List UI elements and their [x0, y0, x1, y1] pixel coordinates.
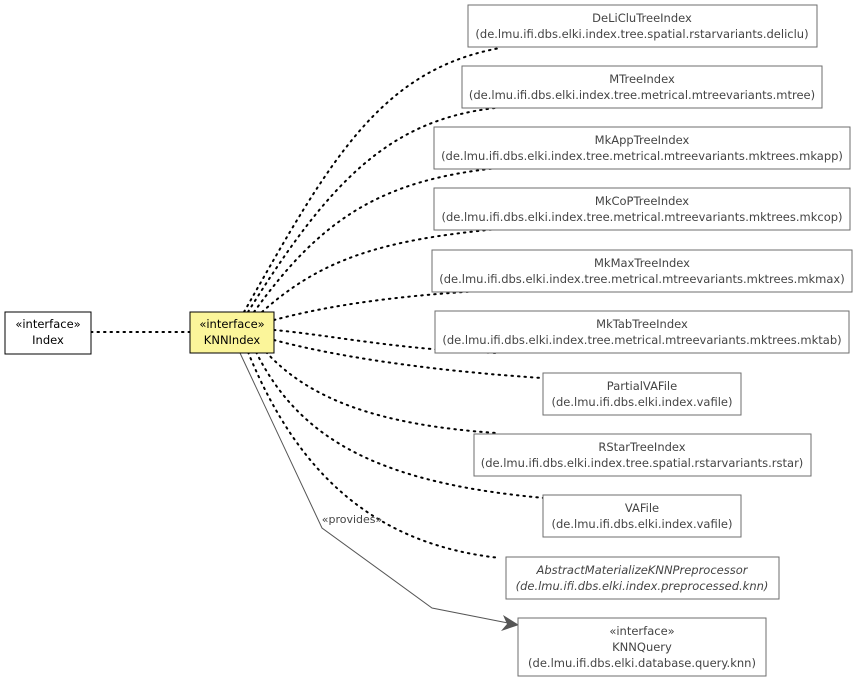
edge-deliclu-knnindex — [243, 47, 501, 313]
index-stereotype: «interface» — [15, 317, 80, 331]
knnindex-name: KNNIndex — [204, 333, 261, 347]
node-partialvafile[interactable]: PartialVAFile (de.lmu.ifi.dbs.elki.index… — [542, 372, 742, 416]
mkmax-package: (de.lmu.ifi.dbs.elki.index.tree.metrical… — [439, 272, 844, 286]
edge-mtree-knnindex — [247, 107, 496, 313]
edge-abstractknn-knnindex — [247, 351, 501, 559]
node-rstar[interactable]: RStarTreeIndex (de.lmu.ifi.dbs.elki.inde… — [473, 433, 812, 477]
node-mkmax[interactable]: MkMaxTreeIndex (de.lmu.ifi.dbs.elki.inde… — [431, 249, 853, 293]
provides-arrowhead — [501, 615, 519, 631]
node-knnquery[interactable]: «interface» KNNQuery (de.lmu.ifi.dbs.elk… — [517, 617, 767, 677]
provides-line — [239, 352, 509, 624]
vafile-package: (de.lmu.ifi.dbs.elki.index.vafile) — [552, 517, 733, 531]
node-mkcop[interactable]: MkCoPTreeIndex (de.lmu.ifi.dbs.elki.inde… — [433, 187, 851, 231]
mktab-name: MkTabTreeIndex — [596, 317, 688, 331]
mkcop-name: MkCoPTreeIndex — [595, 194, 689, 208]
edge-rstar-knnindex — [265, 351, 497, 434]
vafile-name: VAFile — [625, 501, 659, 515]
provides-label: «provides» — [322, 513, 383, 526]
node-mtree[interactable]: MTreeIndex (de.lmu.ifi.dbs.elki.index.tr… — [461, 65, 823, 109]
abstractknn-package: (de.lmu.ifi.dbs.elki.index.preprocessed.… — [516, 579, 769, 593]
deliclu-name: DeLiCluTreeIndex — [592, 11, 692, 25]
deliclu-package: (de.lmu.ifi.dbs.elki.index.tree.spatial.… — [475, 27, 808, 41]
mkapp-package: (de.lmu.ifi.dbs.elki.index.tree.metrical… — [441, 149, 843, 163]
node-vafile[interactable]: VAFile (de.lmu.ifi.dbs.elki.index.vafile… — [542, 494, 742, 538]
knnquery-stereotype: «interface» — [609, 624, 674, 638]
partialvafile-name: PartialVAFile — [607, 379, 677, 393]
node-knnindex[interactable]: «interface» KNNIndex — [189, 311, 275, 354]
mtree-name: MTreeIndex — [609, 72, 675, 86]
edge-vafile-knnindex — [255, 351, 557, 500]
mkcop-package: (de.lmu.ifi.dbs.elki.index.tree.metrical… — [441, 210, 842, 224]
rstar-name: RStarTreeIndex — [598, 440, 685, 454]
mkapp-name: MkAppTreeIndex — [595, 133, 690, 147]
rstar-package: (de.lmu.ifi.dbs.elki.index.tree.spatial.… — [481, 456, 804, 470]
node-deliclu[interactable]: DeLiCluTreeIndex (de.lmu.ifi.dbs.elki.in… — [467, 4, 818, 48]
abstractknn-name: AbstractMaterializeKNNPreprocessor — [536, 563, 749, 577]
edge-partialvafile-knnindex — [273, 339, 543, 379]
knnquery-name: KNNQuery — [612, 640, 672, 654]
node-mktab[interactable]: MkTabTreeIndex (de.lmu.ifi.dbs.elki.inde… — [434, 310, 850, 354]
edge-mkcop-knnindex — [261, 228, 499, 313]
node-abstractknn[interactable]: AbstractMaterializeKNNPreprocessor (de.l… — [505, 556, 780, 600]
knnindex-stereotype: «interface» — [199, 317, 264, 331]
partialvafile-package: (de.lmu.ifi.dbs.elki.index.vafile) — [552, 395, 733, 409]
mktab-package: (de.lmu.ifi.dbs.elki.index.tree.metrical… — [442, 333, 841, 347]
index-name: Index — [32, 333, 64, 347]
realization-edges — [90, 47, 557, 559]
mkmax-name: MkMaxTreeIndex — [594, 256, 690, 270]
node-index[interactable]: «interface» Index — [4, 311, 92, 355]
knnquery-package: (de.lmu.ifi.dbs.elki.database.query.knn) — [528, 656, 756, 670]
mtree-package: (de.lmu.ifi.dbs.elki.index.tree.metrical… — [469, 88, 815, 102]
node-mkapp[interactable]: MkAppTreeIndex (de.lmu.ifi.dbs.elki.inde… — [433, 126, 851, 170]
provides-edge: «provides» — [239, 352, 519, 631]
